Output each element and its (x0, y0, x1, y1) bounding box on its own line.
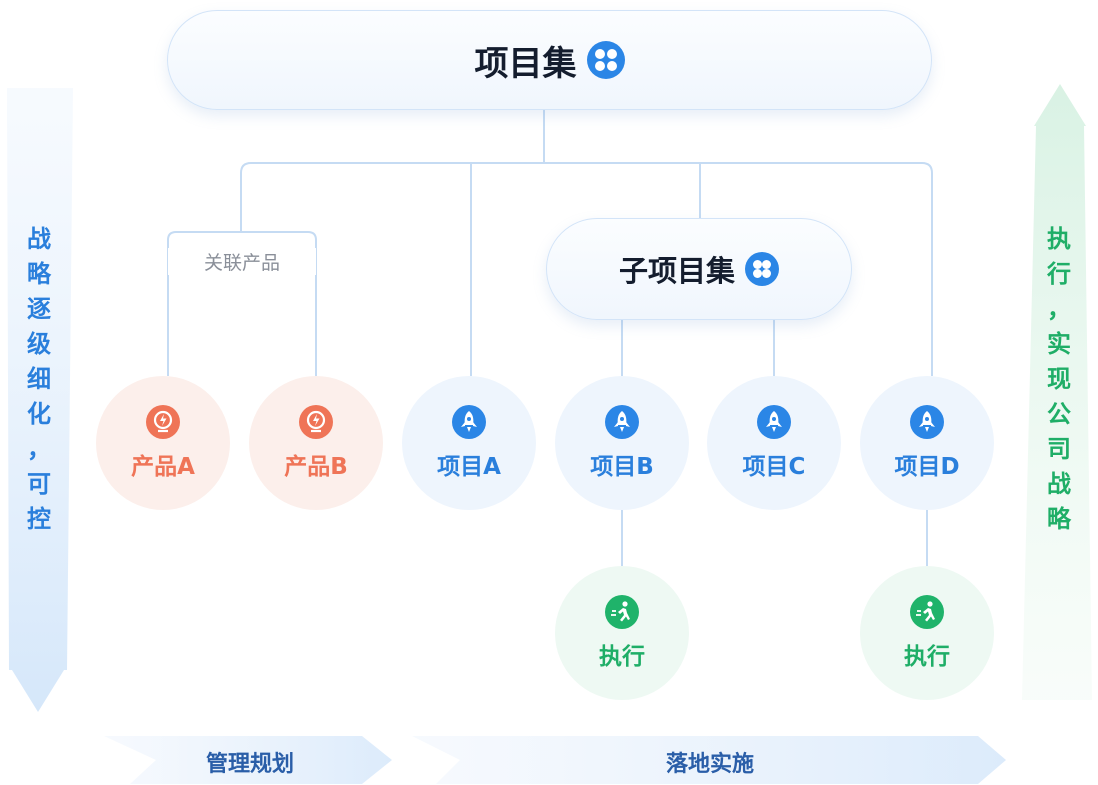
sub-project-set-node: 子项目集 (546, 218, 852, 320)
execution-node-d: 执行 (860, 566, 994, 700)
project-node-c: 项目C (707, 376, 841, 510)
right-arrow-char: 实 (1047, 330, 1071, 358)
left-arrow-char: 战 (27, 225, 51, 253)
bolt-bulb-icon (299, 405, 333, 439)
product-label: 产品B (284, 454, 348, 480)
project-label: 项目C (742, 454, 806, 480)
ribbon-implementation: 落地实施 (665, 752, 754, 777)
project-node-d: 项目D (860, 376, 994, 510)
left-arrow-char: 可 (27, 470, 51, 498)
right-arrow-char: 略 (1047, 505, 1071, 533)
right-arrow-caption: 执 行 ， 实 现 公 司 战 略 (1044, 222, 1074, 537)
sub-project-set-title: 子项目集 (618, 254, 735, 288)
right-arrow-char: 司 (1047, 435, 1071, 463)
left-arrow-caption: 战 略 逐 级 细 化 ， 可 控 (24, 222, 54, 537)
grid-dots-icon (745, 252, 779, 286)
product-node-b: 产品B (249, 376, 383, 510)
ribbon-right-shape (412, 736, 1006, 784)
project-node-b: 项目B (555, 376, 689, 510)
rocket-icon (605, 405, 639, 439)
grid-dots-icon (586, 41, 625, 79)
right-arrow-char: 战 (1047, 470, 1071, 498)
rocket-icon (910, 405, 944, 439)
ribbon-management-planning: 管理规划 (205, 752, 294, 777)
execution-node-b: 执行 (555, 566, 689, 700)
left-arrow-char: 略 (27, 260, 51, 288)
right-arrow-char: 行 (1047, 260, 1071, 288)
runner-icon (910, 595, 944, 629)
runner-icon (605, 595, 639, 629)
project-label: 项目A (437, 454, 501, 480)
right-arrow-char: ， (1047, 295, 1071, 323)
rocket-icon (452, 405, 486, 439)
left-arrow-char: ， (27, 435, 51, 463)
left-down-arrow (7, 88, 73, 712)
project-set-node: 项目集 (167, 10, 932, 110)
ribbon-left-shape (104, 736, 392, 784)
left-arrow-char: 控 (27, 505, 51, 533)
rocket-icon (757, 405, 791, 439)
right-up-arrow (1022, 84, 1092, 700)
right-arrow-char: 执 (1047, 225, 1071, 253)
bolt-bulb-icon (146, 405, 180, 439)
left-arrow-char: 化 (27, 400, 51, 428)
right-arrow-char: 现 (1047, 365, 1071, 393)
product-node-a: 产品A (96, 376, 230, 510)
project-node-a: 项目A (402, 376, 536, 510)
execution-label: 执行 (599, 644, 645, 670)
right-arrow-char: 公 (1047, 400, 1071, 428)
project-label: 项目B (590, 454, 654, 480)
project-set-title: 项目集 (474, 43, 577, 84)
execution-label: 执行 (904, 644, 950, 670)
related-products-label: 关联产品 (168, 248, 316, 275)
project-label: 项目D (894, 454, 960, 480)
product-label: 产品A (131, 454, 195, 480)
left-arrow-char: 细 (27, 365, 51, 393)
left-arrow-char: 级 (27, 330, 51, 358)
left-arrow-char: 逐 (27, 295, 51, 323)
